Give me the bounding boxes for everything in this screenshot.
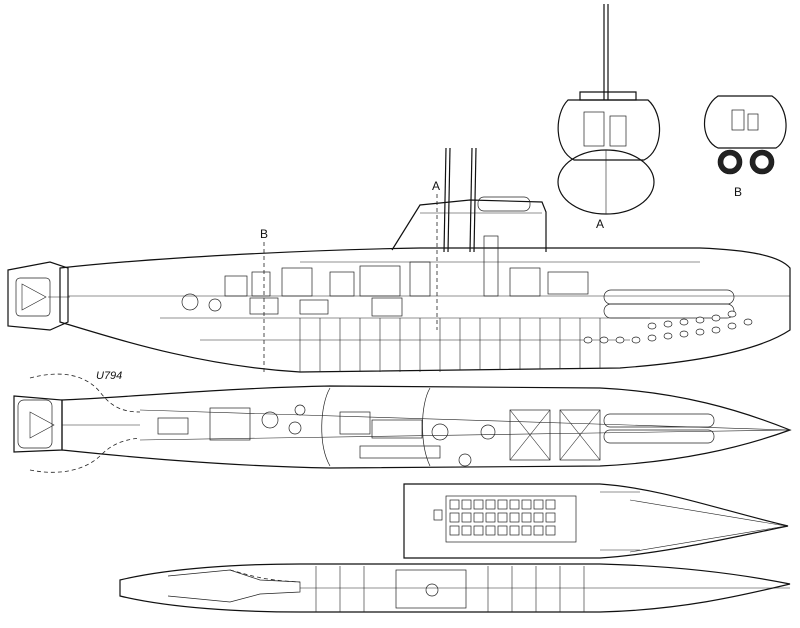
plan-view [13, 373, 792, 473]
cross-section-a [557, 4, 661, 215]
hull-number-label: U794 [96, 370, 123, 382]
section-a-marker-label: A [432, 179, 441, 193]
top-view [119, 563, 791, 613]
section-b-caption: B [734, 185, 743, 199]
hull-frames [299, 318, 601, 372]
bow-vents [583, 310, 753, 344]
battery-cells [449, 499, 556, 536]
section-b-marker-label: B [260, 227, 269, 241]
cross-section-b [704, 95, 787, 175]
section-a-caption: A [596, 217, 605, 231]
side-elevation-view [7, 147, 791, 373]
deck-cutaway-view [403, 483, 789, 559]
